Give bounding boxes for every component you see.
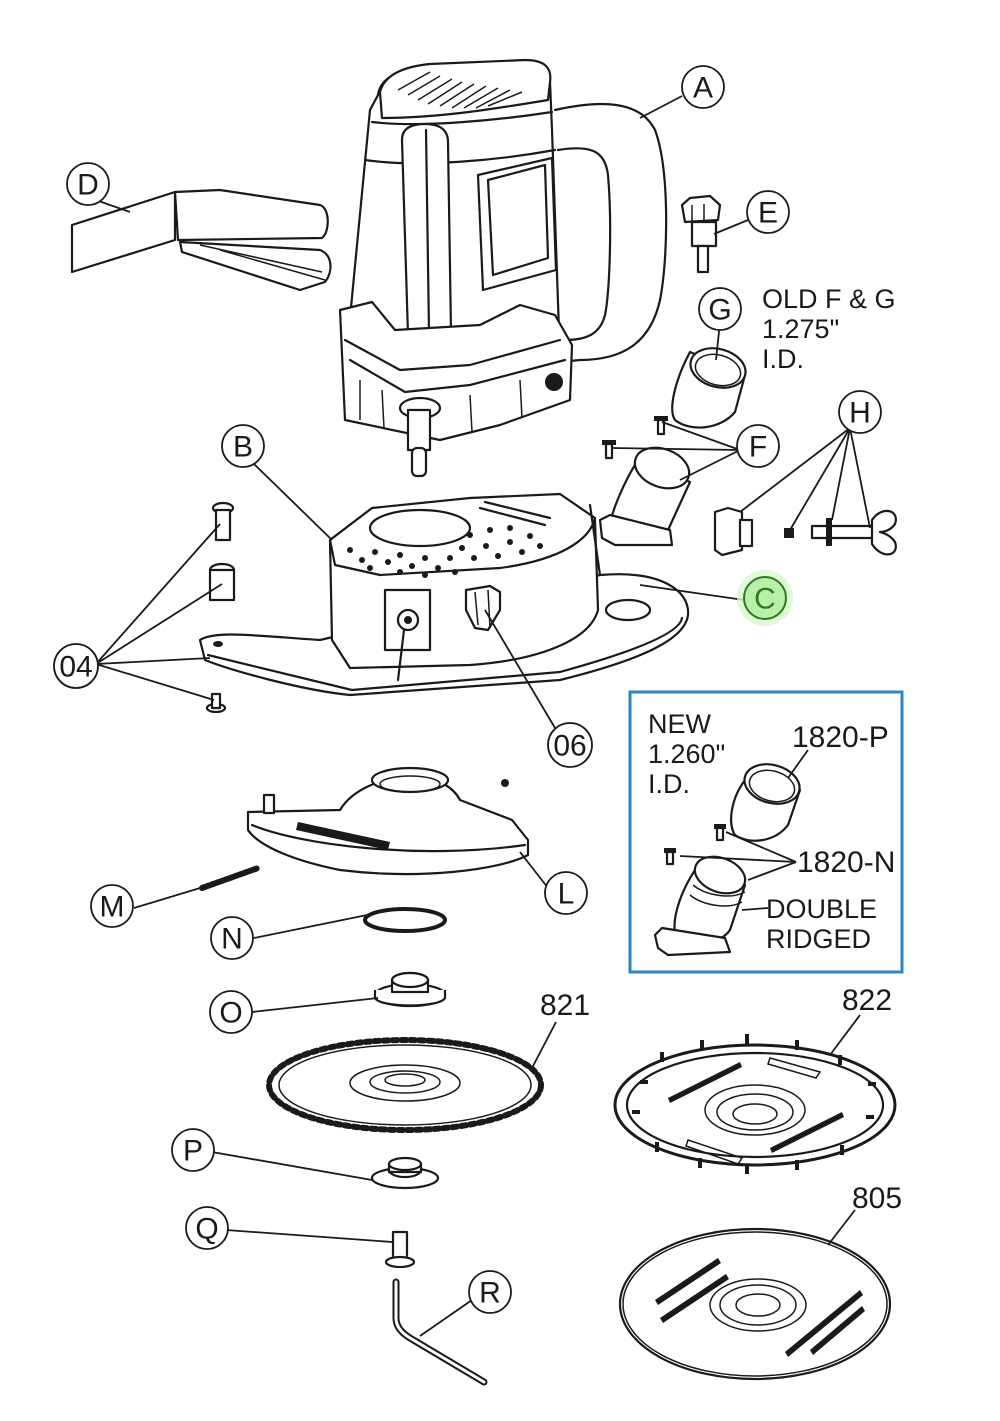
svg-text:A: A bbox=[693, 72, 713, 105]
callout-m[interactable]: M bbox=[90, 884, 134, 928]
svg-text:1.260": 1.260" bbox=[648, 739, 725, 769]
part-f-dust-port bbox=[598, 416, 692, 547]
callout-a[interactable]: A bbox=[681, 65, 725, 109]
svg-text:DOUBLE: DOUBLE bbox=[766, 894, 877, 924]
part-number-1820-n: 1820-N bbox=[797, 846, 895, 879]
part-m-spring bbox=[199, 865, 261, 891]
part-a-router-motor bbox=[338, 58, 668, 478]
part-number-821: 821 bbox=[540, 989, 590, 1022]
svg-text:I.D.: I.D. bbox=[648, 769, 690, 799]
callout-06[interactable]: 06 bbox=[547, 722, 593, 768]
svg-text:06: 06 bbox=[553, 730, 586, 763]
callout-e[interactable]: E bbox=[746, 190, 790, 234]
old-sleeve-note: OLD F & G 1.275" I.D. bbox=[762, 284, 896, 374]
part-q-screw bbox=[384, 1230, 416, 1269]
svg-text:R: R bbox=[479, 1277, 501, 1310]
svg-text:N: N bbox=[221, 923, 243, 956]
callout-h[interactable]: H bbox=[838, 390, 882, 434]
part-1820-n-dust-port bbox=[653, 824, 747, 957]
callout-d[interactable]: D bbox=[66, 162, 110, 206]
svg-text:M: M bbox=[100, 891, 125, 924]
callout-g[interactable]: G bbox=[698, 287, 742, 331]
svg-text:Q: Q bbox=[195, 1213, 218, 1246]
part-805-disc bbox=[618, 1227, 892, 1381]
callout-o[interactable]: O bbox=[209, 990, 253, 1034]
part-d-plate bbox=[70, 188, 332, 292]
svg-text:C: C bbox=[754, 583, 776, 616]
part-b-housing bbox=[328, 492, 602, 682]
new-sleeve-note: NEW 1.260" I.D. bbox=[648, 709, 725, 799]
part-821-saw-blade bbox=[266, 1037, 544, 1133]
leader-lines bbox=[89, 95, 871, 1337]
part-822-diamond-blade bbox=[613, 1034, 897, 1174]
svg-text:H: H bbox=[849, 397, 871, 430]
svg-text:NEW: NEW bbox=[648, 709, 712, 739]
callout-p[interactable]: P bbox=[171, 1128, 215, 1172]
svg-text:I.D.: I.D. bbox=[762, 344, 804, 374]
svg-text:RIDGED: RIDGED bbox=[766, 924, 871, 954]
svg-text:04: 04 bbox=[59, 651, 92, 684]
svg-text:D: D bbox=[77, 169, 99, 202]
part-o-flange bbox=[373, 971, 447, 1008]
part-1820-p-sleeve bbox=[730, 763, 802, 842]
svg-text:P: P bbox=[183, 1135, 203, 1168]
callout-r[interactable]: R bbox=[468, 1270, 512, 1314]
svg-text:O: O bbox=[219, 997, 242, 1030]
callout-q[interactable]: Q bbox=[185, 1206, 229, 1250]
callout-n[interactable]: N bbox=[210, 916, 254, 960]
callout-04[interactable]: 04 bbox=[53, 643, 99, 689]
callout-c-highlighted[interactable]: C bbox=[737, 570, 793, 626]
part-n-ring bbox=[363, 907, 447, 933]
callout-l[interactable]: L bbox=[544, 871, 588, 915]
svg-text:F: F bbox=[749, 431, 767, 464]
part-number-822: 822 bbox=[842, 984, 892, 1017]
part-number-1820-p: 1820-P bbox=[792, 721, 889, 754]
new-parts-box bbox=[628, 690, 904, 974]
callout-f[interactable]: F bbox=[736, 424, 780, 468]
svg-text:G: G bbox=[708, 294, 731, 327]
part-number-805: 805 bbox=[852, 1182, 902, 1215]
part-p-flange bbox=[370, 1156, 440, 1190]
part-l-guard bbox=[246, 766, 530, 876]
part-g-sleeve bbox=[671, 347, 747, 429]
svg-text:L: L bbox=[558, 878, 575, 911]
double-ridged-note: DOUBLE RIDGED bbox=[766, 894, 877, 954]
callout-b[interactable]: B bbox=[221, 424, 265, 468]
part-e-knob bbox=[680, 194, 722, 274]
svg-text:B: B bbox=[233, 431, 253, 464]
part-04-hardware bbox=[205, 501, 236, 714]
svg-text:E: E bbox=[758, 197, 778, 230]
part-h-hardware bbox=[713, 506, 897, 557]
svg-text:OLD F & G: OLD F & G bbox=[762, 284, 896, 314]
svg-text:1.275": 1.275" bbox=[762, 314, 839, 344]
